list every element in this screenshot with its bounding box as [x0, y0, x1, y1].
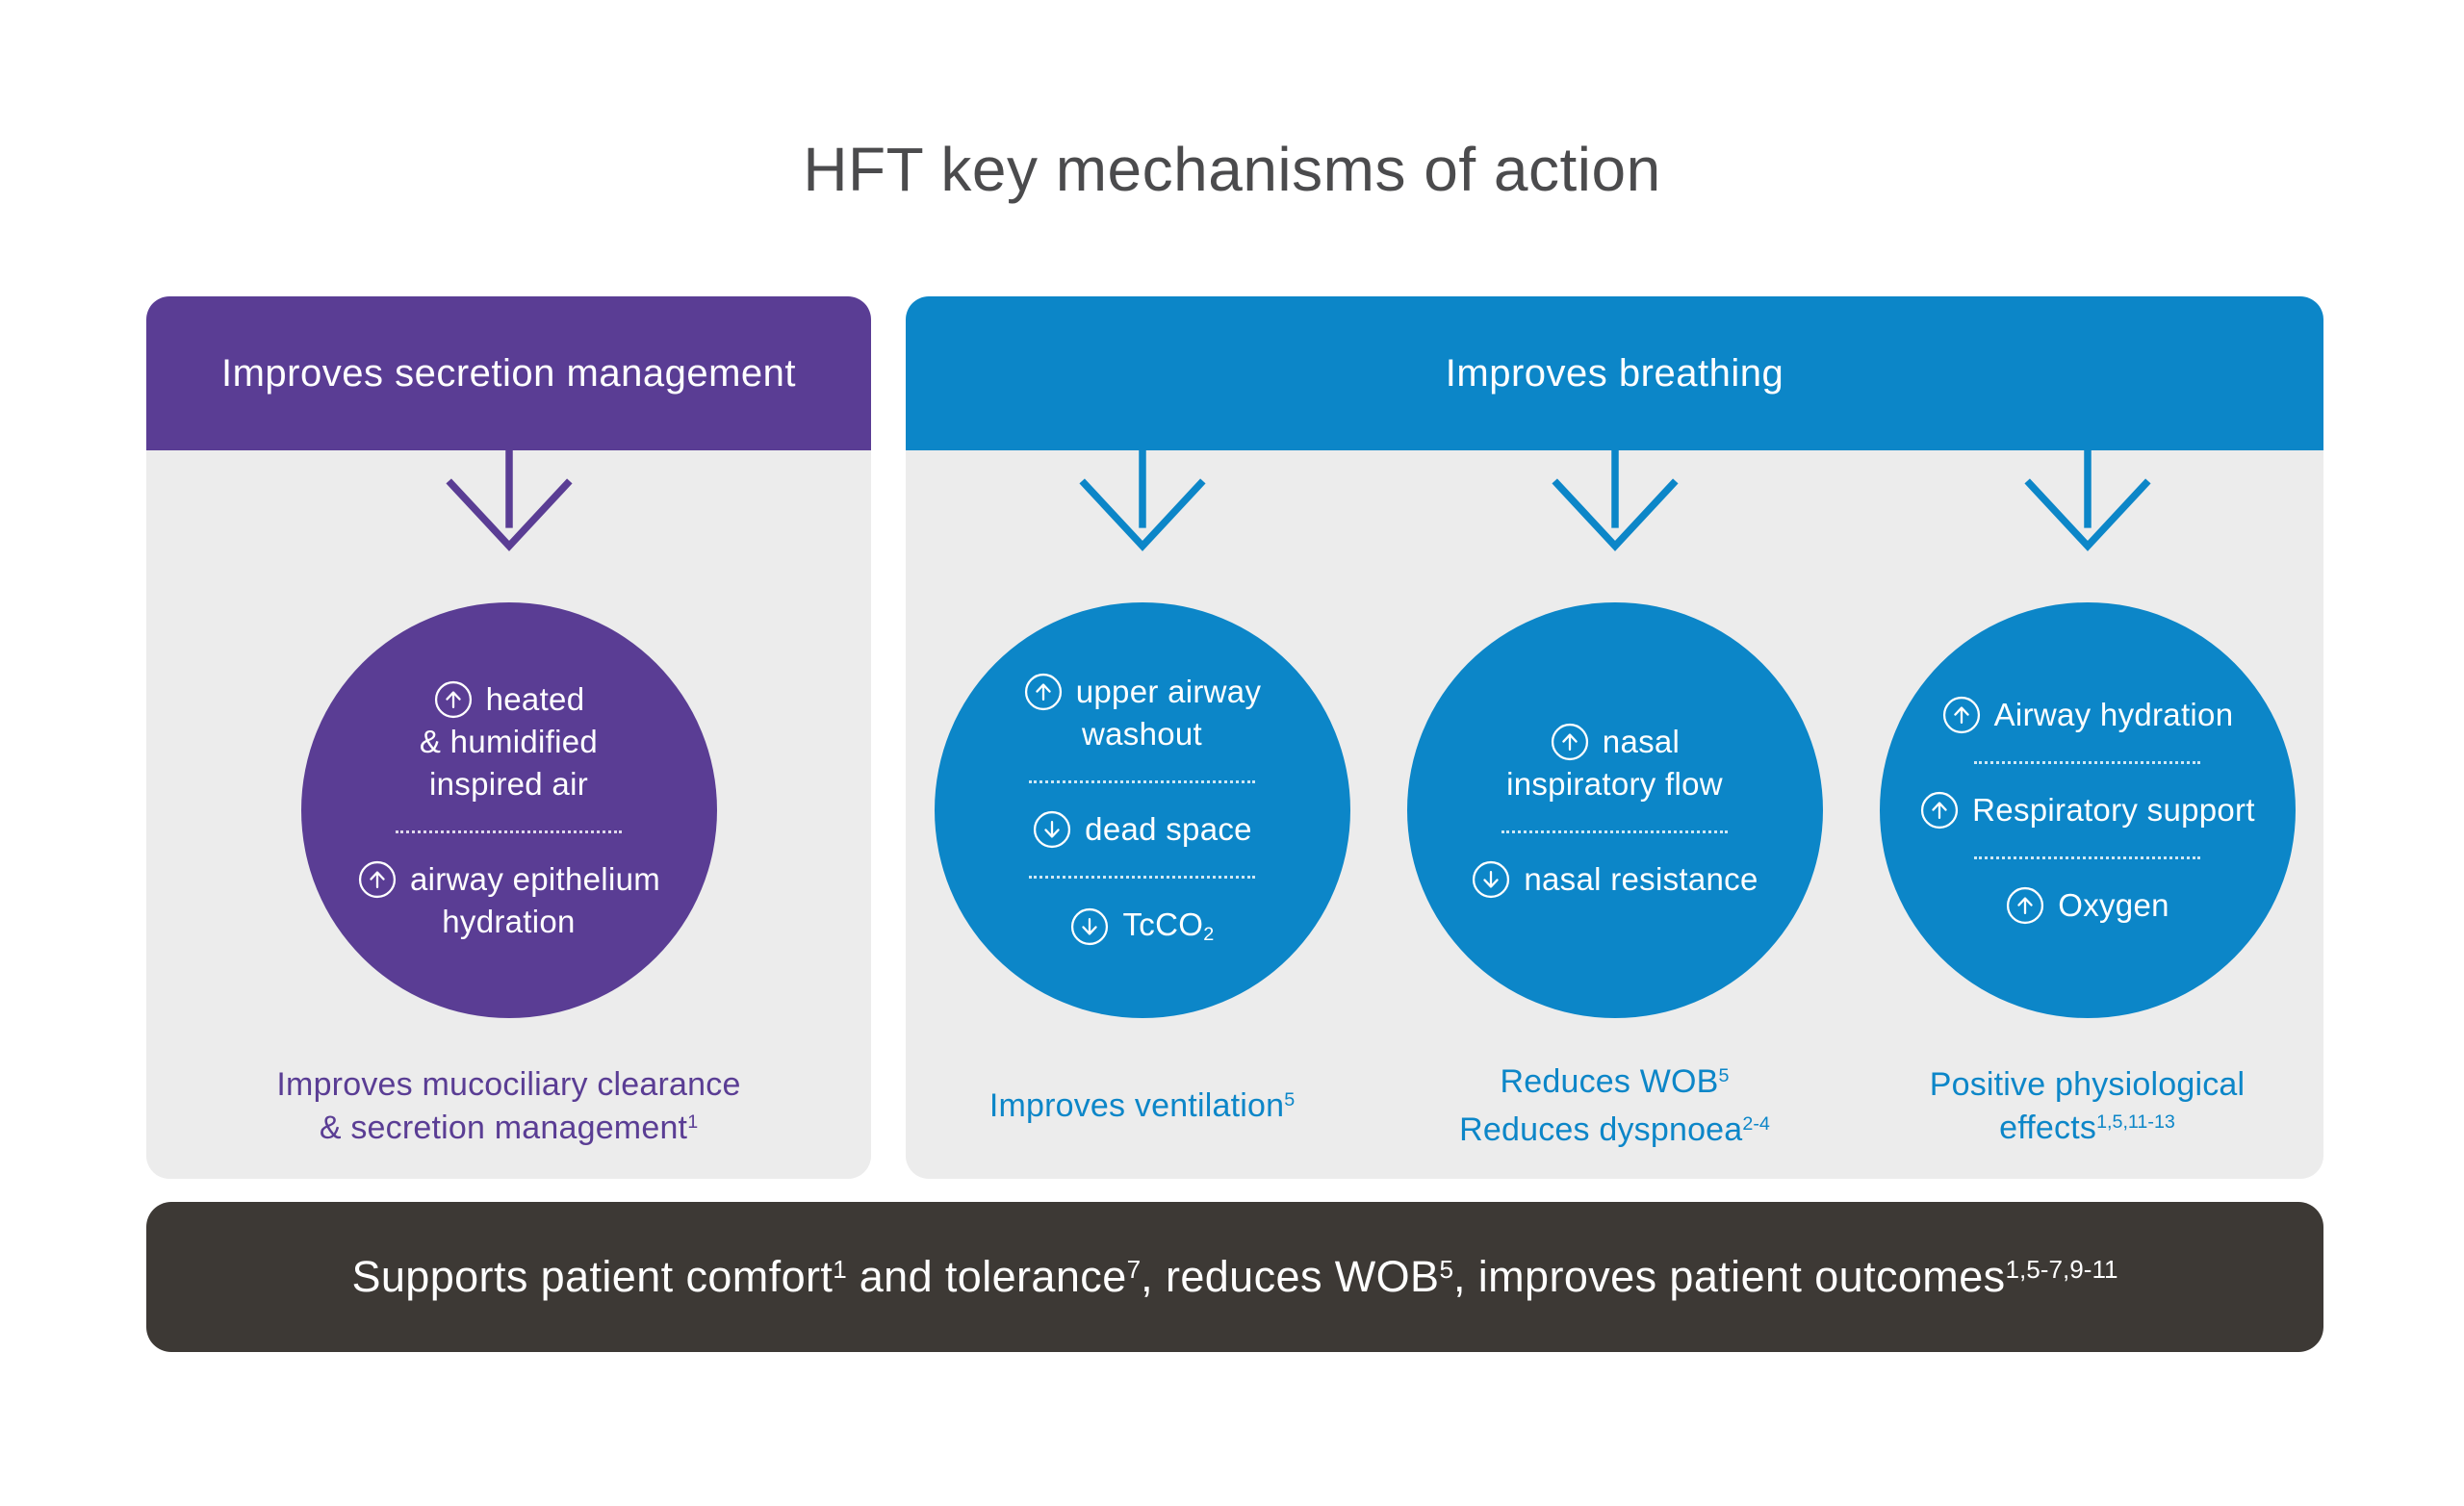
panel-secretion-management: Improves secretion management heated & h… [146, 296, 871, 1179]
mechanism-circle-secretion: heated & humidified inspired air airway … [300, 602, 717, 1018]
dotted-separator [396, 830, 622, 833]
dotted-separator [1029, 875, 1255, 879]
circle-item-text: inspired air [428, 765, 588, 802]
arrow-up-circle-icon [1550, 722, 1590, 762]
circle-item: TcCO2 [1069, 904, 1214, 951]
caption-line: Positive physiological [1929, 1065, 2246, 1103]
caption-line: Improves ventilation5 [988, 1087, 1296, 1124]
circle-item: nasal resistance [1471, 858, 1758, 901]
arrow-up-circle-icon [433, 679, 474, 720]
down-arrow-icon [1070, 450, 1215, 551]
panels-row: Improves secretion management heated & h… [146, 296, 2323, 1179]
dotted-separator [1974, 761, 2200, 764]
circle-item: Oxygen [2005, 884, 2169, 927]
circle-item-text: washout [1081, 715, 1202, 752]
panel-breathing-header: Improves breathing [906, 296, 2323, 450]
down-arrow-icon [437, 450, 581, 551]
arrow-down-circle-icon [1032, 809, 1072, 850]
circle-item-text: TcCO2 [1122, 906, 1215, 946]
arrow-up-circle-icon [1023, 672, 1064, 712]
column-ventilation: upper airway washout dead space [906, 450, 1378, 1179]
mechanism-circle-wob: nasal inspiratory flow nasal resistance [1406, 602, 1823, 1018]
panel-secretion-header: Improves secretion management [146, 296, 871, 450]
circle-item-text: heated [485, 680, 585, 717]
circle-item: dead space [1032, 808, 1252, 851]
circle-item-text: airway epithelium [409, 860, 661, 897]
circle-item: nasal inspiratory flow [1506, 721, 1723, 805]
caption-secretion: Improves mucociliary clearance & secreti… [276, 1062, 740, 1155]
arrow-up-circle-icon [2005, 885, 2045, 926]
circle-item-text: Airway hydration [1993, 697, 2234, 732]
circle-item-text: & humidified [419, 723, 599, 759]
arrow-up-circle-icon [1941, 695, 1982, 735]
circle-item: Airway hydration [1941, 694, 2234, 736]
footer-bar: Supports patient comfort1 and tolerance7… [146, 1202, 2323, 1352]
circle-item: heated & humidified inspired air [420, 678, 598, 805]
dotted-separator [1502, 830, 1728, 833]
circle-item: airway epithelium hydration [357, 858, 660, 943]
circle-item-text: upper airway [1075, 673, 1262, 709]
dotted-separator [1974, 856, 2200, 859]
caption-physiological: Positive physiological effects1,5,11-13 [1930, 1062, 2246, 1155]
column-physiological: Airway hydration Respiratory support [1851, 450, 2323, 1179]
caption-line: Improves mucociliary clearance [276, 1065, 741, 1103]
circle-item-text: Oxygen [2058, 887, 2169, 923]
mechanism-circle-physiological: Airway hydration Respiratory support [1879, 602, 2296, 1018]
circle-item-text: Respiratory support [1972, 792, 2255, 828]
page-title: HFT key mechanisms of action [803, 135, 1661, 204]
caption-line: Reduces WOB5 [1500, 1063, 1730, 1100]
caption-ventilation: Improves ventilation5 [989, 1062, 1295, 1155]
circle-item-text: hydration [442, 903, 576, 939]
circle-item-text: inspiratory flow [1506, 765, 1723, 802]
arrow-down-circle-icon [1471, 859, 1511, 900]
caption-line: Reduces dyspnoea2-4 [1459, 1111, 1770, 1148]
arrow-up-circle-icon [1919, 790, 1960, 830]
caption-wob: Reduces WOB5 Reduces dyspnoea2-4 [1459, 1062, 1770, 1155]
panel-improves-breathing: Improves breathing upper airway washout [906, 296, 2323, 1179]
circle-item-text: nasal [1602, 723, 1681, 759]
circle-item-text: nasal resistance [1524, 860, 1758, 897]
dotted-separator [1029, 779, 1255, 783]
panel-breathing-body: upper airway washout dead space [906, 450, 2323, 1179]
down-arrow-icon [1543, 450, 1687, 551]
panel-secretion-body: heated & humidified inspired air airway … [146, 450, 871, 1179]
circle-item-text: dead space [1085, 810, 1252, 847]
mechanism-circle-ventilation: upper airway washout dead space [934, 602, 1350, 1018]
circle-item: Respiratory support [1919, 789, 2255, 831]
caption-line: effects1,5,11-13 [1999, 1109, 2175, 1146]
column-secretion: heated & humidified inspired air airway … [146, 450, 871, 1179]
footer-text: Supports patient comfort1 and tolerance7… [351, 1252, 2118, 1301]
arrow-up-circle-icon [357, 859, 398, 900]
caption-line: & secretion management1 [319, 1109, 699, 1146]
down-arrow-icon [2015, 450, 2160, 551]
circle-item: upper airway washout [1023, 671, 1262, 755]
column-wob: nasal inspiratory flow nasal resistance [1378, 450, 1851, 1179]
arrow-down-circle-icon [1069, 906, 1110, 947]
